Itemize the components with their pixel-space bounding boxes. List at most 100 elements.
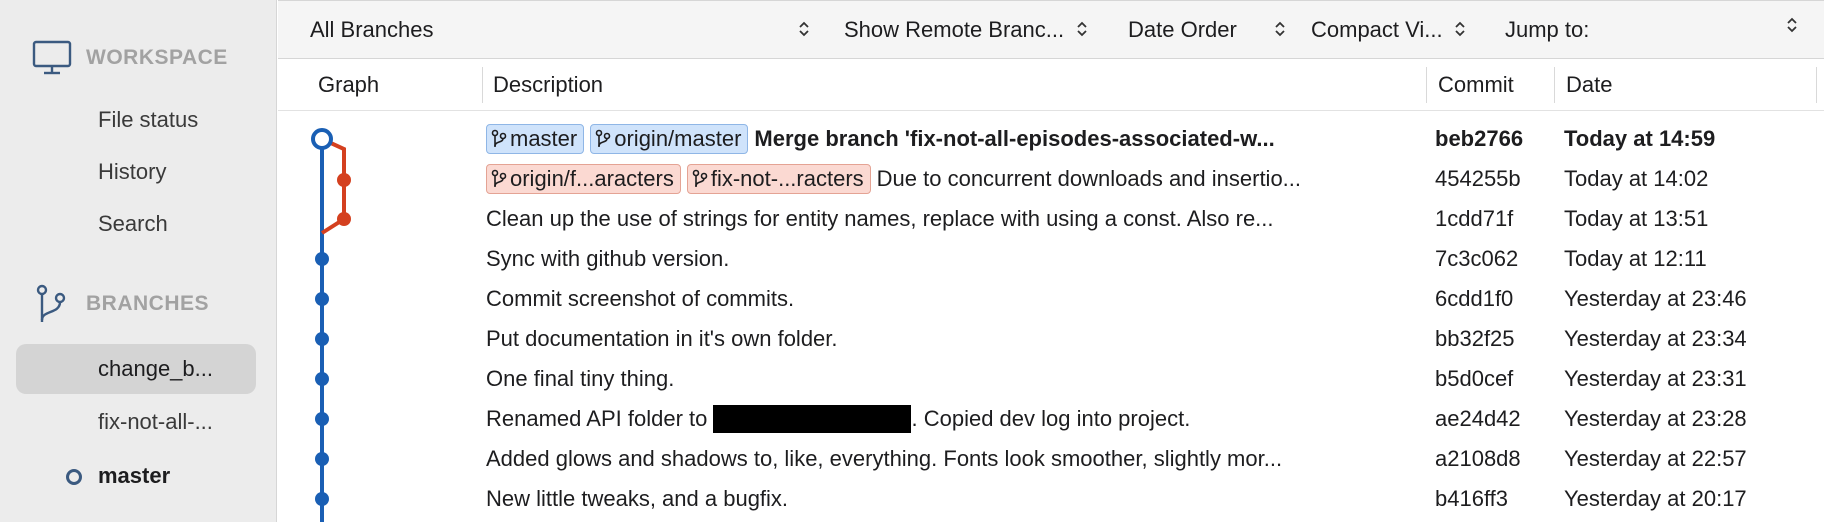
workspace-section-header: WORKSPACE	[32, 40, 228, 76]
branch-tag-label: master	[510, 126, 578, 151]
sidebar-item-label: change_b...	[98, 356, 213, 381]
sidebar-branch-change-b[interactable]: change_b...	[16, 344, 256, 394]
remote-branches-popup[interactable]: Show Remote Branc...	[844, 1, 1064, 59]
commit-hash: 7c3c062	[1435, 246, 1519, 271]
commit-row[interactable]: One final tiny thing. b5d0cef Yesterday …	[278, 359, 1824, 399]
sidebar-item-label: File status	[98, 107, 199, 132]
commit-description: origin/f...aracters fix-not-...racters D…	[486, 159, 1421, 199]
sidebar-item-history[interactable]: History	[16, 147, 256, 197]
branch-tag[interactable]: master	[486, 124, 585, 154]
sidebar-item-label: Search	[98, 211, 168, 236]
graph-node	[315, 292, 329, 306]
view-mode-popup[interactable]: Compact Vi...	[1311, 1, 1451, 59]
commit-row[interactable]: master origin/master Merge branch 'fix-n…	[278, 119, 1824, 159]
graph-node	[315, 332, 329, 346]
jump-to-field[interactable]: Jump to:	[1505, 1, 1805, 59]
branch-tag-label: fix-not-...racters	[710, 166, 864, 191]
commit-message-part: Renamed API folder to	[486, 406, 708, 431]
commit-hash: 454255b	[1435, 166, 1521, 191]
sidebar-item-file-status[interactable]: File status	[16, 95, 256, 145]
branches-label: BRANCHES	[86, 292, 210, 315]
graph-merge-node	[311, 128, 333, 150]
commit-description: Sync with github version.	[486, 239, 1421, 279]
column-header-date[interactable]: Date	[1566, 72, 1613, 97]
branch-tag-label: origin/master	[614, 126, 742, 151]
sidebar-item-search[interactable]: Search	[16, 199, 256, 249]
graph-node	[315, 492, 329, 506]
commit-hash: ae24d42	[1435, 406, 1521, 431]
sidebar: WORKSPACE File status History Search BRA…	[0, 0, 277, 522]
branch-icon	[595, 129, 611, 147]
commit-date: Yesterday at 23:31	[1564, 366, 1747, 391]
commit-row[interactable]: Sync with github version. 7c3c062 Today …	[278, 239, 1824, 279]
branch-icon	[36, 284, 66, 322]
commit-row[interactable]: Put documentation in it's own folder. bb…	[278, 319, 1824, 359]
order-popup[interactable]: Date Order	[1128, 1, 1268, 59]
remote-branch-tag[interactable]: origin/f...aracters	[486, 164, 681, 194]
commit-date: Today at 14:59	[1564, 126, 1716, 151]
column-separator[interactable]	[1554, 67, 1555, 103]
commit-message: Due to concurrent downloads and insertio…	[876, 166, 1302, 191]
column-header-description[interactable]: Description	[493, 72, 604, 97]
commit-message-part: . Copied dev log into project.	[911, 406, 1191, 431]
graph-node	[315, 452, 329, 466]
graph-node	[315, 372, 329, 386]
history-toolbar: All Branches Show Remote Branc... Date O…	[278, 0, 1824, 59]
branch-icon	[491, 169, 507, 187]
chevron-updown-icon	[1077, 21, 1087, 37]
graph-node	[315, 412, 329, 426]
commit-row[interactable]: Renamed API folder to . Copied dev log i…	[278, 399, 1824, 439]
commit-message: Sync with github version.	[486, 246, 730, 271]
commit-hash: b416ff3	[1435, 486, 1509, 511]
commit-row[interactable]: origin/f...aracters fix-not-...racters D…	[278, 159, 1824, 199]
commit-message: Merge branch 'fix-not-all-episodes-assoc…	[754, 126, 1275, 151]
chevron-updown-icon	[1455, 21, 1465, 37]
sidebar-item-label: History	[98, 159, 167, 184]
commit-description: Clean up the use of strings for entity n…	[486, 199, 1421, 239]
commit-row[interactable]: Clean up the use of strings for entity n…	[278, 199, 1824, 239]
column-separator[interactable]	[1816, 67, 1817, 103]
commit-message: One final tiny thing.	[486, 366, 675, 391]
commit-row[interactable]: New little tweaks, and a bugfix. b416ff3…	[278, 479, 1824, 519]
commit-graph	[311, 128, 351, 522]
graph-node	[337, 173, 351, 187]
commit-hash: 1cdd71f	[1435, 206, 1514, 231]
commit-row[interactable]: Commit screenshot of commits. 6cdd1f0 Ye…	[278, 279, 1824, 319]
commit-hash: 6cdd1f0	[1435, 286, 1514, 311]
commit-hash: bb32f25	[1435, 326, 1515, 351]
commit-description: One final tiny thing.	[486, 359, 1421, 399]
graph-node	[337, 212, 351, 226]
branch-icon	[692, 169, 708, 187]
jump-to-label: Jump to:	[1505, 17, 1590, 42]
commit-date: Yesterday at 23:46	[1564, 286, 1747, 311]
column-separator[interactable]	[1426, 67, 1427, 103]
column-separator[interactable]	[482, 67, 483, 103]
commit-hash: b5d0cef	[1435, 366, 1514, 391]
branch-tag[interactable]: fix-not-...racters	[686, 164, 871, 194]
sidebar-branch-master[interactable]: master	[16, 451, 256, 501]
commit-description: New little tweaks, and a bugfix.	[486, 479, 1421, 519]
branch-icon	[491, 129, 507, 147]
sidebar-item-label: fix-not-all-...	[98, 409, 213, 434]
column-header-commit[interactable]: Commit	[1438, 72, 1514, 97]
branch-tag-label: origin/f...aracters	[510, 166, 674, 191]
current-branch-icon	[66, 469, 82, 485]
commit-description: master origin/master Merge branch 'fix-n…	[486, 119, 1421, 159]
chevron-updown-icon	[1275, 21, 1285, 37]
view-mode-label: Compact Vi...	[1311, 17, 1443, 42]
commit-message: Clean up the use of strings for entity n…	[486, 206, 1274, 231]
commit-message: Commit screenshot of commits.	[486, 286, 795, 311]
commit-row[interactable]: Added glows and shadows to, like, everyt…	[278, 439, 1824, 479]
sidebar-branch-fix-not-all[interactable]: fix-not-all-...	[16, 397, 256, 447]
commit-description: Commit screenshot of commits.	[486, 279, 1421, 319]
order-label: Date Order	[1128, 17, 1237, 42]
branches-filter-popup[interactable]: All Branches	[310, 1, 750, 59]
commit-description: Renamed API folder to . Copied dev log i…	[486, 399, 1421, 439]
branches-section-header: BRANCHES	[32, 284, 210, 322]
remote-filter-label: Show Remote Branc...	[844, 17, 1065, 42]
commit-date: Yesterday at 22:57	[1564, 446, 1747, 471]
commit-date: Today at 13:51	[1564, 206, 1709, 231]
branch-tag[interactable]: origin/master	[590, 124, 749, 154]
workspace-label: WORKSPACE	[86, 46, 228, 69]
column-header-graph[interactable]: Graph	[318, 72, 380, 97]
